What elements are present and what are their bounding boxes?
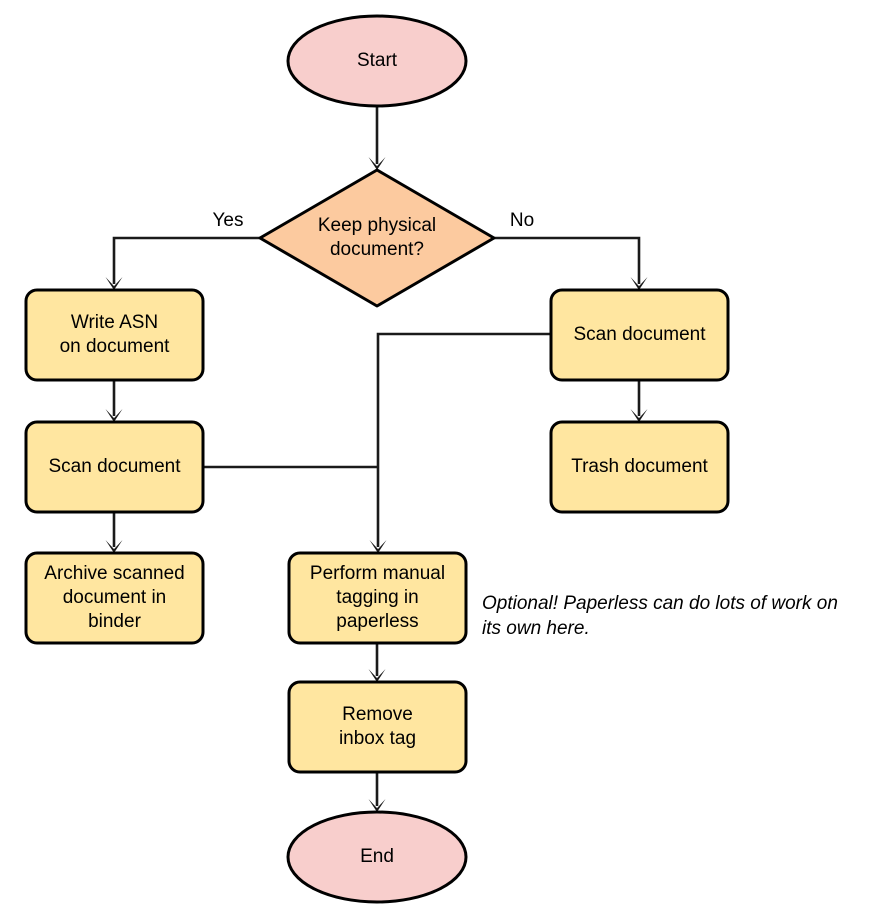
process-shape[interactable] bbox=[549, 288, 730, 382]
edges-layer: Yes No bbox=[105, 106, 648, 812]
edge-arrowhead-icon bbox=[368, 669, 386, 682]
process-shape[interactable] bbox=[549, 420, 730, 514]
node-start[interactable]: Start bbox=[286, 14, 468, 108]
edge-label: No bbox=[510, 210, 534, 231]
terminal-shape[interactable] bbox=[286, 810, 468, 904]
process-shape[interactable] bbox=[287, 551, 468, 645]
node-label: Scan document bbox=[573, 324, 706, 345]
node-scan-document-left[interactable]: Scan document bbox=[24, 420, 205, 514]
node-trash-document[interactable]: Trash document bbox=[549, 420, 730, 514]
edge-write-asn-to-scan-left bbox=[105, 380, 123, 422]
edge-arrowhead-icon bbox=[630, 277, 648, 290]
process-shape[interactable] bbox=[24, 551, 205, 645]
annotations-layer: Optional! Paperless can do lots of work … bbox=[482, 593, 838, 639]
edge-decision-yes-to-write-asn: Yes bbox=[105, 210, 260, 290]
edge-arrowhead-icon bbox=[368, 799, 386, 812]
edge-arrowhead-icon bbox=[105, 540, 123, 553]
edge-scan-left-to-archive bbox=[105, 512, 123, 553]
edge-label: Yes bbox=[213, 210, 244, 231]
edge-remove-inbox-to-end bbox=[368, 772, 386, 812]
edge-line bbox=[494, 236, 641, 284]
annotation-optional-note: Optional! Paperless can do lots of work … bbox=[482, 593, 838, 639]
edge-manual-tagging-to-remove-inbox bbox=[368, 643, 386, 682]
node-label: Start bbox=[357, 50, 398, 71]
process-shape[interactable] bbox=[287, 680, 468, 774]
node-label: Scan document bbox=[48, 456, 181, 477]
node-label: End bbox=[360, 846, 394, 867]
edge-start-to-decision bbox=[368, 106, 386, 170]
process-shape[interactable] bbox=[24, 288, 205, 382]
edge-arrowhead-icon bbox=[630, 409, 648, 422]
edge-scan-right-to-manual-tagging bbox=[369, 332, 551, 553]
edge-line bbox=[112, 236, 260, 284]
edge-arrowhead-icon bbox=[368, 157, 386, 170]
terminal-shape[interactable] bbox=[286, 14, 468, 108]
node-label: Trash document bbox=[571, 456, 708, 477]
edge-arrowhead-icon bbox=[105, 409, 123, 422]
node-end[interactable]: End bbox=[286, 810, 468, 904]
edge-arrowhead-icon bbox=[369, 540, 387, 553]
edge-arrowhead-icon bbox=[105, 277, 123, 290]
decision-shape[interactable] bbox=[258, 168, 496, 308]
edge-scan-right-to-trash bbox=[630, 380, 648, 422]
edge-line bbox=[376, 332, 551, 547]
node-scan-document-right[interactable]: Scan document bbox=[549, 288, 730, 382]
edge-decision-no-to-scan-right: No bbox=[494, 210, 648, 290]
process-shape[interactable] bbox=[24, 420, 205, 514]
